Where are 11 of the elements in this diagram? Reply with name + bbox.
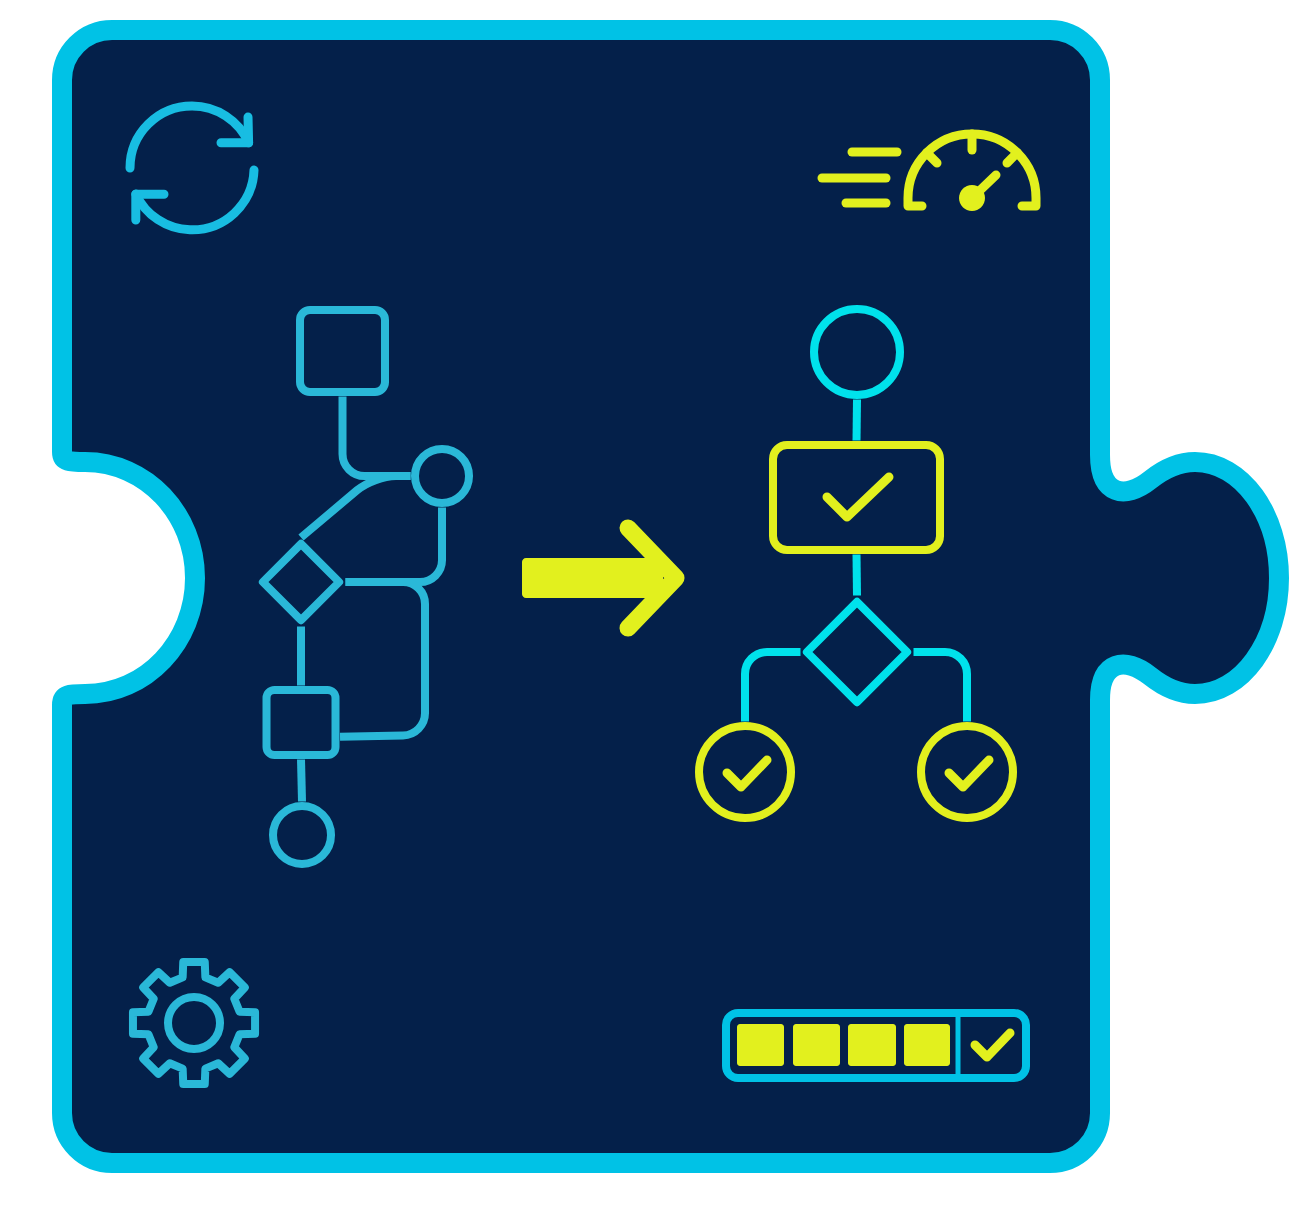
decision-diamond <box>802 597 912 707</box>
flowchart-box <box>296 306 389 396</box>
flowchart-circle <box>810 305 904 399</box>
flowchart-circle <box>917 722 1017 822</box>
flowchart-circle <box>269 802 335 868</box>
flowchart-box <box>769 441 944 554</box>
flowchart-box <box>262 686 340 759</box>
decision-diamond <box>258 539 344 625</box>
flowchart-circle <box>411 445 473 507</box>
flowchart-circle <box>695 722 795 822</box>
connector-line <box>339 578 429 741</box>
